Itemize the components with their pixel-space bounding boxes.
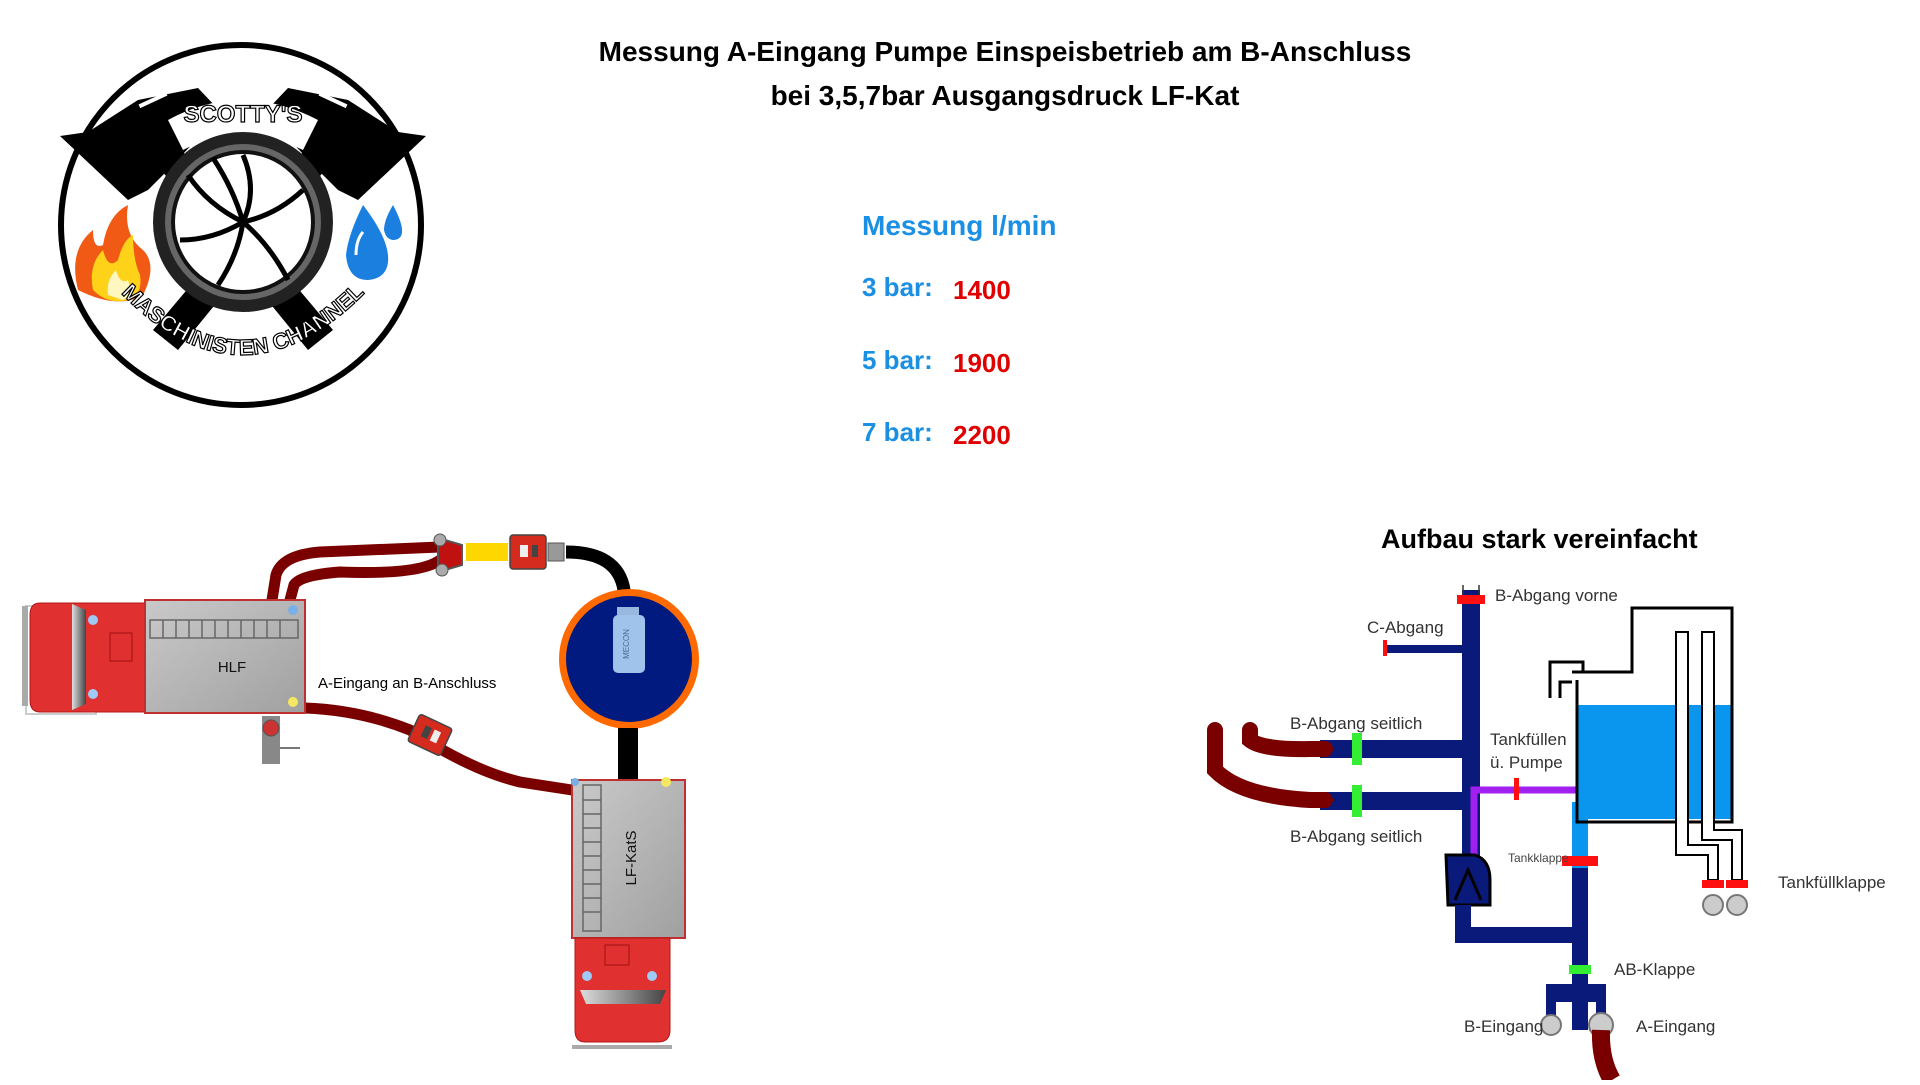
label-b-abgang-seitlich-1: B-Abgang seitlich xyxy=(1290,714,1423,733)
hose xyxy=(266,541,446,606)
label-ab-klappe: AB-Klappe xyxy=(1614,960,1696,979)
hose-valve xyxy=(407,714,453,756)
measurement-label-5bar: 5 bar: xyxy=(862,345,933,375)
hose-valve xyxy=(509,534,565,570)
valve-closed xyxy=(1383,640,1387,656)
hose xyxy=(1591,1029,1620,1085)
valve-closed xyxy=(1457,595,1485,604)
flame-icon xyxy=(75,205,151,302)
measurement-value-3bar: 1400 xyxy=(953,275,1011,305)
connection-label: A-Eingang an B-Anschluss xyxy=(318,675,496,692)
label-b-abgang-vorne: B-Abgang vorne xyxy=(1495,586,1618,605)
label-b-abgang-seitlich-2: B-Abgang seitlich xyxy=(1290,827,1423,846)
vehicle-label-hlf: HLF xyxy=(218,659,246,676)
channel-logo: SCOTTY'S xyxy=(48,40,438,420)
water-tank xyxy=(1548,606,1748,916)
logo-top-text: SCOTTY'S xyxy=(183,101,302,128)
vehicle-label-lfkats: LF-KatS xyxy=(623,830,640,885)
vehicle-hlf: HLF xyxy=(22,599,306,764)
hose xyxy=(299,702,578,796)
tankklappe-valve xyxy=(1562,856,1598,866)
coupling xyxy=(1726,894,1748,916)
valve-open xyxy=(1352,785,1362,817)
label-tankfuellen-line2: ü. Pumpe xyxy=(1490,753,1563,772)
suction-hose xyxy=(565,545,633,613)
setup-diagram: MECON xyxy=(0,510,740,1080)
flowmeter: MECON xyxy=(559,589,699,729)
transition-piece xyxy=(466,543,508,561)
pump-icon xyxy=(1444,853,1492,907)
measurement-label-7bar: 7 bar: xyxy=(862,417,933,447)
tank-fill-line xyxy=(1470,786,1580,862)
measurement-value-5bar: 1900 xyxy=(953,348,1011,378)
valve-open xyxy=(1352,733,1362,765)
measurement-heading: Messung l/min xyxy=(862,210,1057,241)
tankfuellklappe-valve xyxy=(1726,880,1748,888)
pump-diagram-title: Aufbau stark vereinfacht xyxy=(1381,524,1698,554)
coupling-b-eingang xyxy=(1540,1014,1562,1036)
flowmeter-brand: MECON xyxy=(622,629,631,659)
page-title-line1: Messung A-Eingang Pumpe Einspeisbetrieb … xyxy=(598,36,1412,67)
label-tankfuellen-line1: Tankfüllen xyxy=(1490,730,1567,749)
valve-closed xyxy=(1514,778,1519,800)
suction-hose xyxy=(618,728,638,784)
page-title-line2: bei 3,5,7bar Ausgangsdruck LF-Kat xyxy=(770,80,1240,111)
label-b-eingang: B-Eingang xyxy=(1464,1017,1544,1036)
impeller-icon xyxy=(153,132,333,312)
label-tankklappe: Tankklappe xyxy=(1508,851,1569,865)
label-a-eingang: A-Eingang xyxy=(1636,1017,1716,1036)
coupling xyxy=(1702,894,1724,916)
hose xyxy=(1242,722,1333,758)
pump-diagram xyxy=(1200,570,1920,1085)
label-c-abgang: C-Abgang xyxy=(1367,618,1444,637)
hose xyxy=(1207,722,1333,808)
water-drop-icon xyxy=(346,205,403,280)
vehicle-lfkats: LF-KatS xyxy=(571,777,686,1049)
collecting-piece xyxy=(433,533,463,577)
measurement-label-3bar: 3 bar: xyxy=(862,272,933,302)
tankfuellklappe-valve xyxy=(1702,880,1724,888)
label-tankfuellklappe: Tankfüllklappe xyxy=(1778,873,1886,892)
measurement-value-7bar: 2200 xyxy=(953,420,1011,450)
ab-klappe-valve xyxy=(1569,965,1591,974)
